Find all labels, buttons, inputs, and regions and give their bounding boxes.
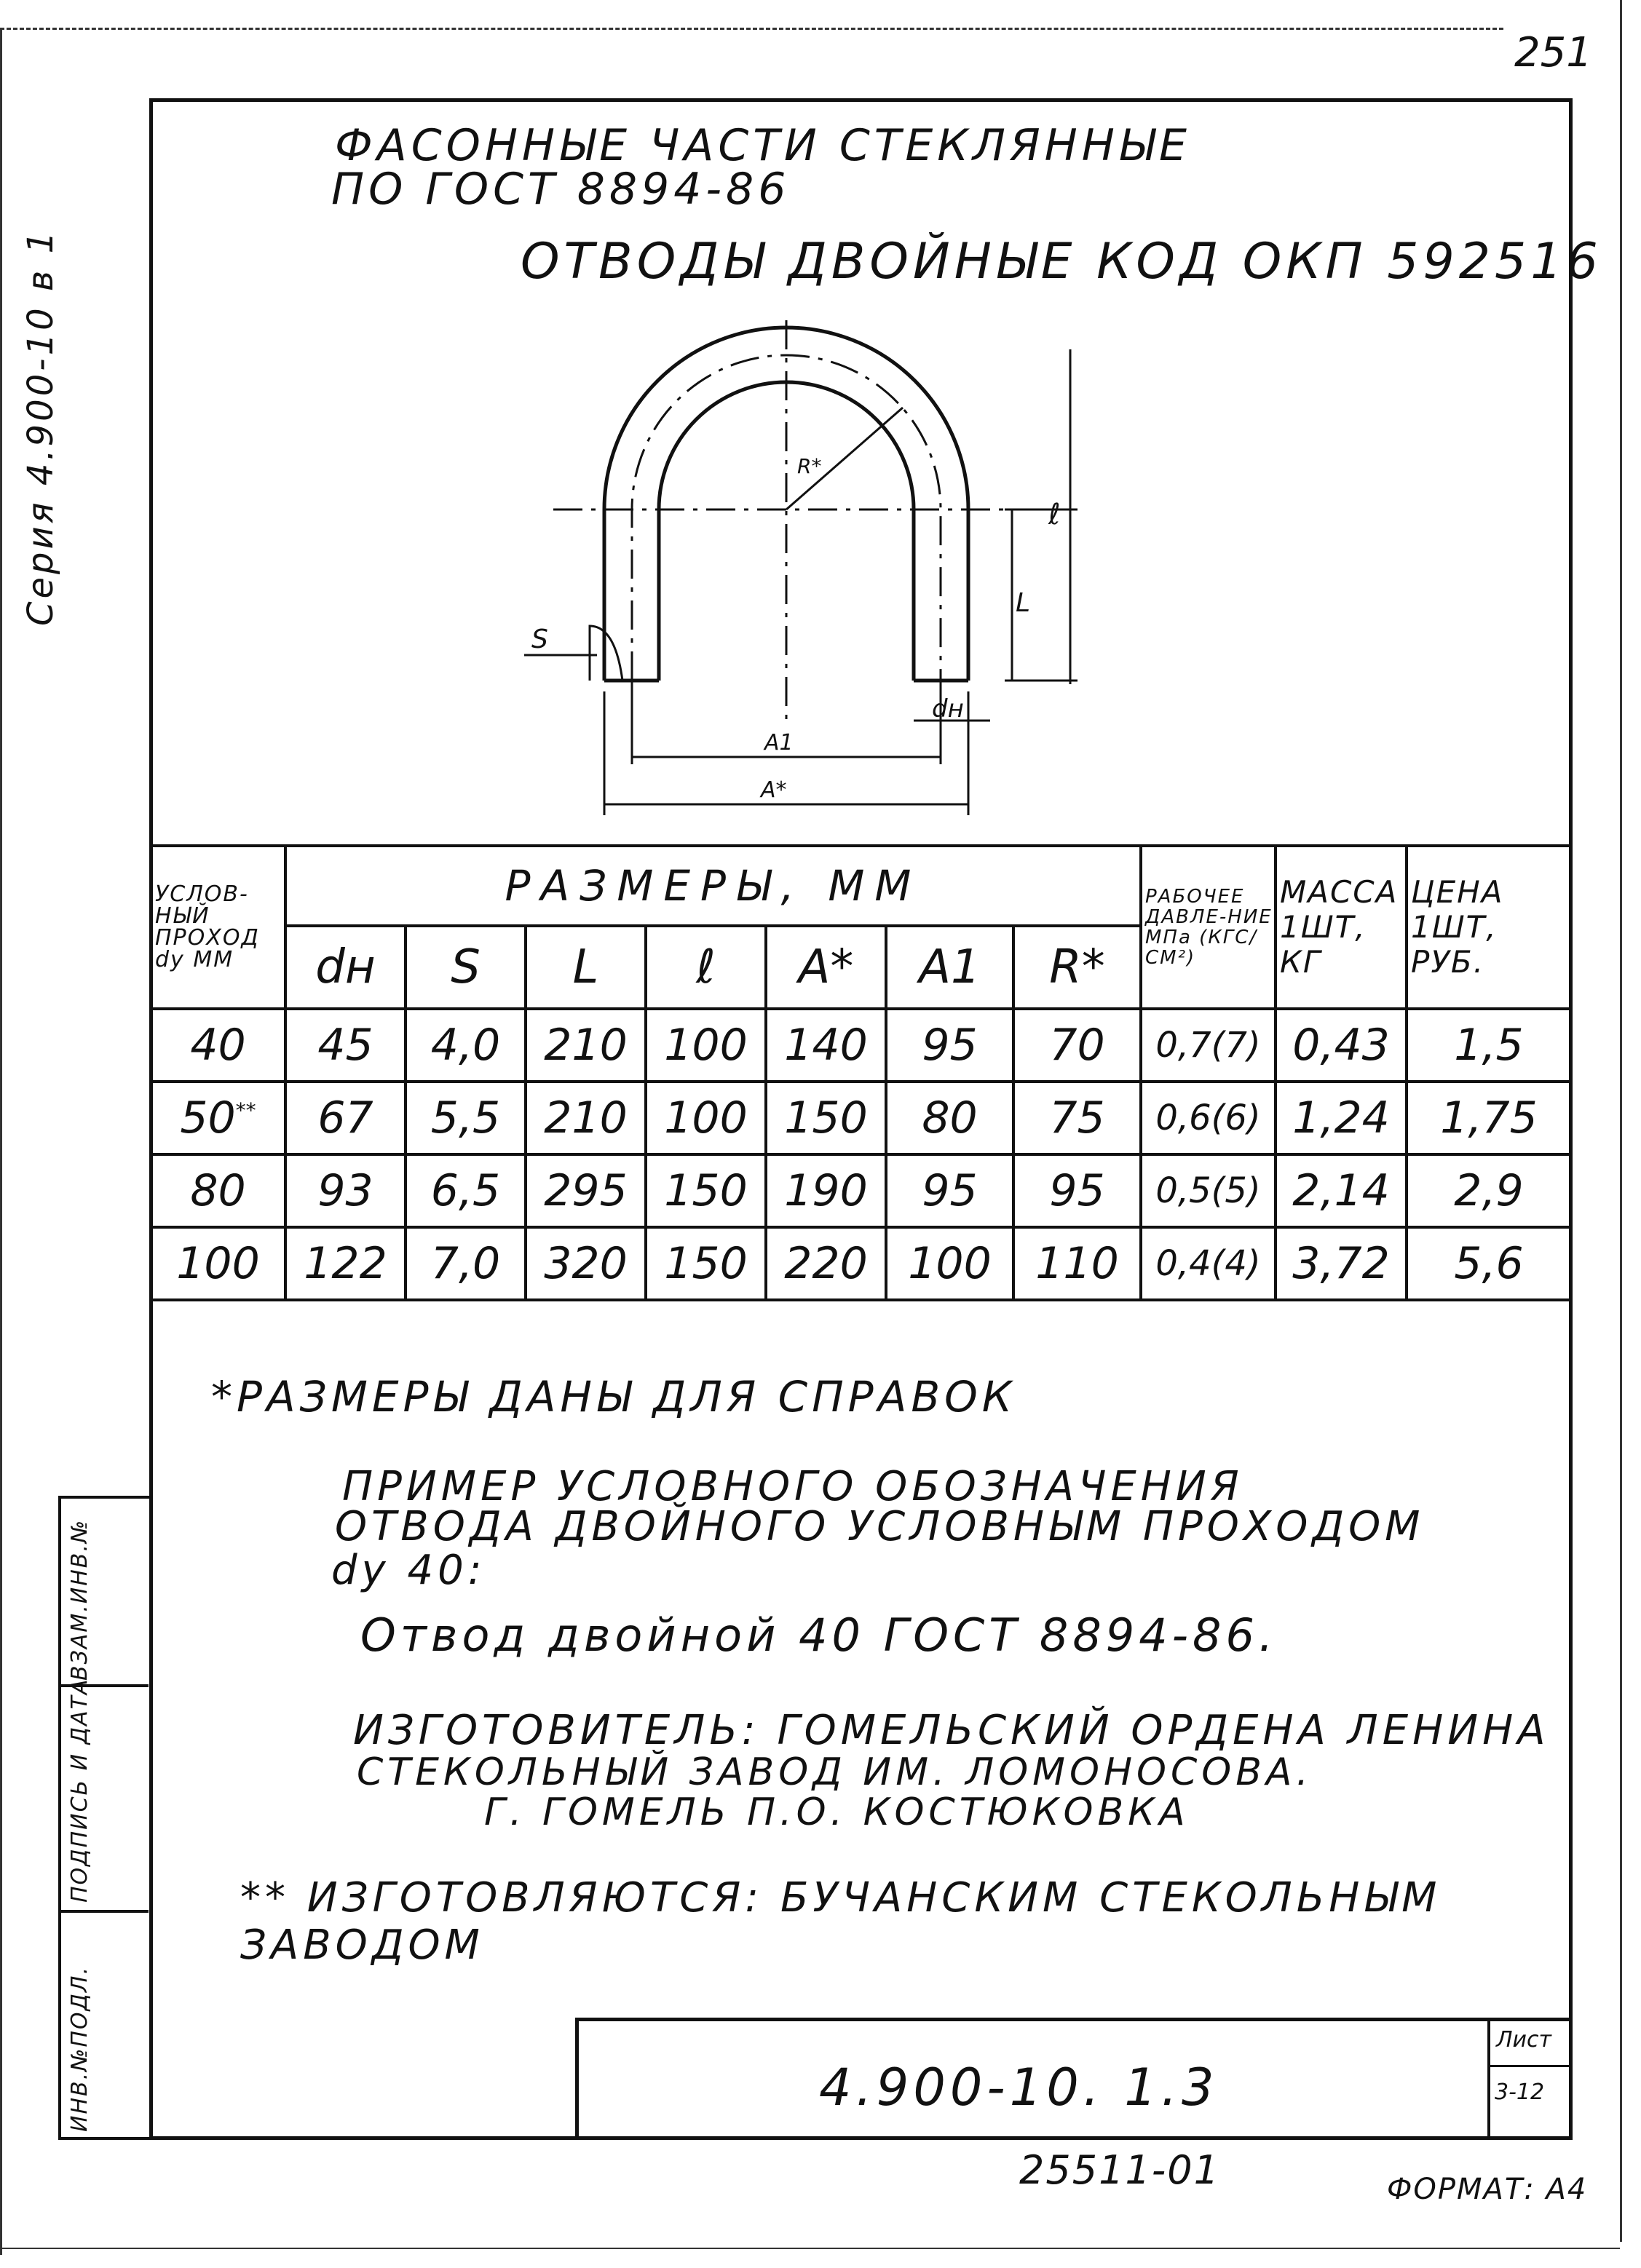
cell-du-mark: ** (235, 1098, 256, 1122)
sheet-number: 3-12 (1495, 2079, 1545, 2105)
cell-l: 100 (644, 1007, 767, 1083)
cell-dn: 93 (284, 1153, 407, 1229)
original-inv-label: ИНВ.№ПОДЛ. (67, 1965, 92, 2132)
cell-s: 5,5 (404, 1080, 527, 1156)
example-line-2: ОТВОДА ДВОЙНОГО УСЛОВНЫМ ПРОХОДОМ (335, 1503, 1425, 1550)
cell-a: 190 (764, 1153, 887, 1229)
drawing-subtitle: ОТВОДЫ ДВОЙНЫЕ КОД ОКП 592516 (521, 233, 1602, 290)
radius-label: R* (797, 454, 821, 478)
cell-pressure: 0,6(6) (1139, 1080, 1277, 1156)
col-a1: A1 (885, 924, 1015, 1010)
cell-mass: 0,43 (1274, 1007, 1408, 1083)
cell-price: 1,75 (1405, 1080, 1573, 1156)
col-r: R* (1012, 924, 1142, 1010)
cell-L: 210 (524, 1080, 647, 1156)
col-L: L (524, 924, 647, 1010)
table-row: 50** 67 5,5 210 100 150 80 75 0,6(6) 1,2… (149, 1080, 1573, 1156)
cell-price: 5,6 (1405, 1226, 1573, 1301)
cell-dn: 67 (284, 1080, 407, 1156)
cell-price: 2,9 (1405, 1153, 1573, 1229)
col-s: S (404, 924, 527, 1010)
outer-frame-bottom (0, 2248, 1620, 2249)
title-block: 4.900-10. 1.3 Лист 3-12 (575, 2018, 1573, 2140)
cell-r: 95 (1012, 1153, 1142, 1229)
signature-date-label: ПОДПИСЬ И ДАТА (67, 1678, 92, 1903)
example-line-1: ПРИМЕР УСЛОВНОГО ОБОЗНАЧЕНИЯ (342, 1463, 1243, 1510)
header-title: ФАСОННЫЕ ЧАСТИ СТЕКЛЯННЫЕ (335, 120, 1191, 171)
cell-a1: 95 (885, 1153, 1015, 1229)
l-small-label: ℓ (1048, 498, 1061, 531)
cell-L: 320 (524, 1226, 647, 1301)
stamp-number: 25511-01 (1019, 2147, 1220, 2193)
side-signature-strip: ВЗАМ.ИНВ.№ ПОДПИСЬ И ДАТА ИНВ.№ПОДЛ. (58, 1496, 149, 2140)
manufacturer-line-1: ИЗГОТОВИТЕЛЬ: ГОМЕЛЬСКИЙ ОРДЕНА ЛЕНИНА (353, 1707, 1550, 1754)
format-label: ФОРМАТ: А4 (1387, 2173, 1588, 2206)
cell-l: 150 (644, 1226, 767, 1301)
cell-s: 7,0 (404, 1226, 527, 1301)
col-dn: dн (284, 924, 407, 1010)
cell-a: 150 (764, 1080, 887, 1156)
cell-r: 75 (1012, 1080, 1142, 1156)
cell-pressure: 0,5(5) (1139, 1153, 1277, 1229)
series-label: Серия 4.900-10 в 1 (20, 229, 61, 626)
page-number: 251 (1514, 29, 1592, 76)
manufacturer-line-2: СТЕКОЛЬНЫЙ ЗАВОД ИМ. ЛОМОНОСОВА. (357, 1750, 1313, 1794)
header-standard: ПО ГОСТ 8894-86 (331, 164, 791, 215)
cell-r: 110 (1012, 1226, 1142, 1301)
cell-r: 70 (1012, 1007, 1142, 1083)
double-bend-drawing: R* ℓ L S dн A1 A* (524, 320, 1077, 815)
example-designation: Отвод двойной 40 ГОСТ 8894-86. (360, 1609, 1278, 1662)
cell-du: 80 (190, 1165, 246, 1216)
header-mass: МАССА 1ШТ, КГ (1274, 844, 1408, 1010)
cell-pressure: 0,4(4) (1139, 1226, 1277, 1301)
replacement-inv-label: ВЗАМ.ИНВ.№ (67, 1518, 92, 1681)
cell-du: 40 (190, 1020, 246, 1071)
sheet-cell: Лист 3-12 (1487, 2021, 1569, 2136)
cell-du: 100 (176, 1238, 260, 1289)
header-passage: УСЛОВ-НЫЙ ПРОХОД dу ММ (149, 844, 287, 1010)
cell-s: 4,0 (404, 1007, 527, 1083)
drawing-code: 4.900-10. 1.3 (819, 2058, 1219, 2117)
cell-a: 140 (764, 1007, 887, 1083)
cell-mass: 3,72 (1274, 1226, 1408, 1301)
cell-a1: 95 (885, 1007, 1015, 1083)
col-a: A* (764, 924, 887, 1010)
cell-pressure: 0,7(7) (1139, 1007, 1277, 1083)
cell-mass: 1,24 (1274, 1080, 1408, 1156)
cell-dn: 122 (284, 1226, 407, 1301)
manufacturer-line-3: Г. ГОМЕЛЬ П.О. КОСТЮКОВКА (484, 1791, 1190, 1834)
col-l: ℓ (644, 924, 767, 1010)
table-row: 80 93 6,5 295 150 190 95 95 0,5(5) 2,14 … (149, 1153, 1573, 1229)
cell-l: 150 (644, 1153, 767, 1229)
header-pressure: РАБОЧЕЕ ДАВЛЕ-НИЕ МПа (КГС/СМ²) (1139, 844, 1277, 1010)
cell-L: 210 (524, 1007, 647, 1083)
table-row: 40 45 4,0 210 100 140 95 70 0,7(7) 0,43 … (149, 1007, 1573, 1083)
header-sizes: РАЗМЕРЫ, ММ (284, 844, 1142, 927)
cell-mass: 2,14 (1274, 1153, 1408, 1229)
dn-label: dн (932, 694, 964, 723)
cell-a1: 80 (885, 1080, 1015, 1156)
length-label: L (1016, 588, 1030, 618)
example-line-3: dу 40: (331, 1547, 486, 1594)
reference-note: *РАЗМЕРЫ ДАНЫ ДЛЯ СПРАВОК (211, 1372, 1016, 1422)
sheet-label: Лист (1496, 2027, 1552, 2053)
spec-table: УСЛОВ-НЫЙ ПРОХОД dу ММ РАЗМЕРЫ, ММ РАБОЧ… (149, 844, 1573, 1301)
cell-l: 100 (644, 1080, 767, 1156)
cell-price: 1,5 (1405, 1007, 1573, 1083)
a1-label: A1 (763, 730, 794, 756)
a-label: A* (759, 777, 787, 803)
cell-L: 295 (524, 1153, 647, 1229)
wall-label: S (531, 625, 548, 654)
cell-a: 220 (764, 1226, 887, 1301)
cell-dn: 45 (284, 1007, 407, 1083)
cell-a1: 100 (885, 1226, 1015, 1301)
manufacturer-line-4: ** ИЗГОТОВЛЯЮТСЯ: БУЧАНСКИМ СТЕКОЛЬНЫМ З… (240, 1874, 1442, 1969)
cell-s: 6,5 (404, 1153, 527, 1229)
header-price: ЦЕНА 1ШТ, РУБ. (1405, 844, 1573, 1010)
cell-du: 50 (180, 1093, 236, 1143)
outer-frame-right (1620, 0, 1622, 2242)
outer-frame-top (0, 28, 1503, 30)
outer-frame-left (0, 28, 2, 2255)
table-row: 100 122 7,0 320 150 220 100 110 0,4(4) 3… (149, 1226, 1573, 1301)
